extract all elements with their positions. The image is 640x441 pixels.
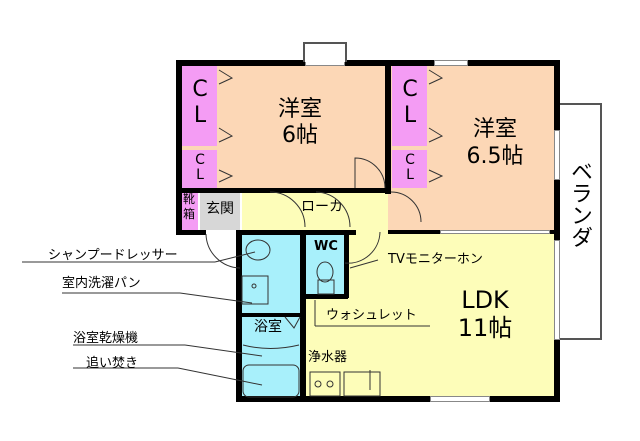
bathroom-label: 浴室: [254, 319, 282, 335]
callout-washlet: ウォシュレット: [326, 308, 417, 323]
callout-reheating: 追い焚き: [86, 356, 139, 371]
western-room-1-name: 洋室: [277, 97, 322, 122]
closet-small-2-c: C: [405, 152, 415, 168]
callout-bath-dryer: 浴室乾燥機: [73, 331, 139, 346]
wc-room: [306, 234, 346, 296]
veranda: [560, 103, 602, 340]
shoe-box-label-1: 靴: [182, 192, 195, 206]
closet-large-1-c: C: [192, 77, 208, 102]
entrance-label: 玄関: [206, 201, 234, 217]
callout-water-purifier: 浄水器: [308, 350, 348, 365]
ldk-size: 11帖: [457, 314, 513, 342]
hallway-label: ローカ: [301, 199, 343, 215]
wall-mid-rooms: [385, 60, 391, 194]
wc-label: WC: [314, 239, 338, 254]
wall-bath-divider: [240, 313, 302, 317]
window-right-room2: [554, 130, 560, 180]
window-bottom-ldk: [430, 396, 490, 402]
closet-large-2-l: L: [403, 103, 417, 128]
entrance-area: [200, 190, 240, 230]
closet-large-2-c: C: [402, 77, 418, 102]
ldk-name: LDK: [461, 286, 509, 314]
hallway: [242, 190, 388, 234]
wall-top: [176, 60, 560, 66]
wall-entry-bottom: [176, 230, 206, 235]
wall-left-upper: [176, 60, 182, 234]
window-room2-bottom: [440, 230, 550, 234]
western-room-2-size: 6.5帖: [466, 144, 524, 169]
shoe-box-label-2: 箱: [182, 207, 195, 221]
shoe-box: [180, 190, 198, 230]
wall-hall-top: [236, 230, 356, 235]
wall-wet-right: [300, 232, 306, 402]
closet-small-1: [182, 150, 217, 188]
window-top-room2: [434, 60, 468, 66]
closet-large-1-l: L: [193, 103, 207, 128]
wall-room1-bottom: [176, 188, 391, 193]
closet-small-2-l: L: [406, 167, 414, 183]
western-room-2-name: 洋室: [472, 117, 517, 142]
callout-washer-pan: 室内洗濯パン: [62, 276, 141, 291]
wall-wc-right: [344, 232, 349, 298]
wall-wet-left: [236, 230, 242, 402]
closet-large-1: [182, 66, 217, 146]
callout-shampoo-dresser: シャンプードレッサー: [48, 248, 178, 263]
wall-bottom: [236, 396, 560, 402]
wall-wc-bottom: [302, 294, 348, 299]
closet-small-1-c: C: [195, 152, 205, 168]
closet-small-2: [392, 150, 427, 188]
closet-large-2: [392, 66, 427, 146]
balcony-top: [303, 42, 347, 62]
closet-small-1-l: L: [196, 167, 204, 183]
western-room-1-size: 6帖: [282, 123, 318, 148]
callout-tv-monitor: TVモニターホン: [388, 252, 483, 267]
window-right-ldk: [554, 240, 560, 340]
veranda-label: ベランダ: [567, 160, 592, 248]
